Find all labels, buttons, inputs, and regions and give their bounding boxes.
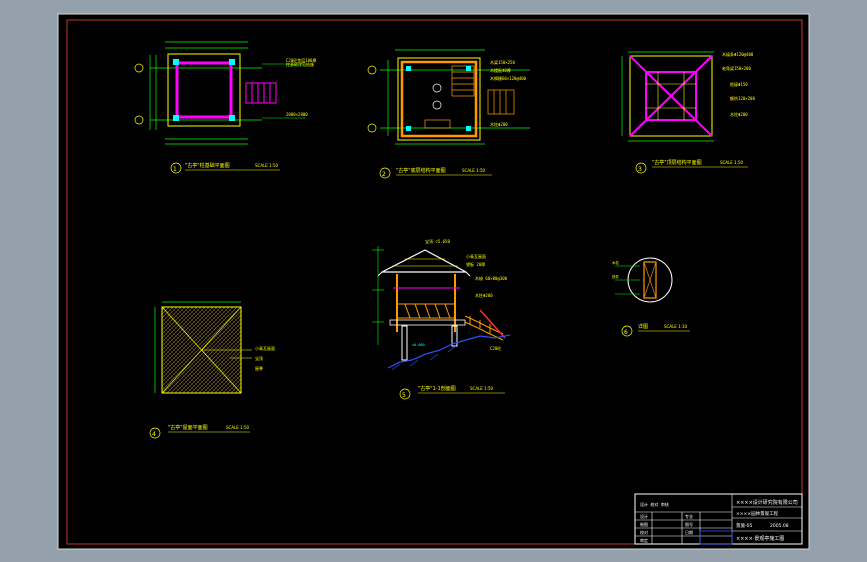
view-4-scale: SCALE 1:50 bbox=[226, 425, 250, 430]
view-6-detail[interactable]: 木柱 铁件 6 详图 SCALE 1:10 bbox=[612, 257, 690, 337]
view-3-top-structural-plan[interactable]: 木檩条Φ120@400 老角梁150×200 檐檩Φ150 额枋120×200 … bbox=[621, 51, 755, 174]
svg-text:老角梁150×200: 老角梁150×200 bbox=[722, 65, 751, 71]
svg-text:日期: 日期 bbox=[685, 529, 693, 535]
view-2-title: "古亭"底层结构平面图 bbox=[396, 167, 446, 174]
view-1-number: 1 bbox=[173, 166, 177, 173]
svg-text:木梁150×250: 木梁150×250 bbox=[490, 59, 515, 65]
view-1-title: "古亭"柱基础平面图 bbox=[185, 162, 230, 169]
view-4-title: "古亭"屋面平面图 bbox=[168, 424, 208, 431]
view-6-scale: SCALE 1:10 bbox=[664, 324, 688, 329]
svg-text:木柱Φ200: 木柱Φ200 bbox=[490, 121, 508, 127]
svg-text:檐檩Φ150: 檐檩Φ150 bbox=[730, 81, 748, 87]
svg-text:木檩条Φ120@400: 木檩条Φ120@400 bbox=[722, 51, 754, 57]
svg-text:设计: 设计 bbox=[640, 513, 648, 519]
svg-text:制图: 制图 bbox=[640, 521, 648, 527]
svg-text:设计 校对 审核: 设计 校对 审核 bbox=[640, 501, 669, 507]
svg-text:木楼板40厚: 木楼板40厚 bbox=[490, 67, 511, 73]
view-5-scale: SCALE 1:50 bbox=[470, 386, 494, 391]
view-5-title: "古亭"1-1剖面图 bbox=[418, 385, 456, 392]
title-block-sheet-name: ××××·景观亭施工图 bbox=[736, 535, 784, 542]
svg-text:木柱: 木柱 bbox=[612, 260, 620, 265]
svg-text:额枋120×200: 额枋120×200 bbox=[730, 95, 755, 101]
title-block-project: ××××园林景观工程 bbox=[736, 510, 779, 517]
view-2-number: 2 bbox=[382, 171, 386, 178]
svg-text:木椽 60×80@300: 木椽 60×80@300 bbox=[475, 275, 508, 281]
view-5-section[interactable]: ±0.000 宝顶 ▽5.650 小青瓦屋面 望板 20厚 木椽 60×80@3… bbox=[372, 238, 511, 400]
svg-text:宝顶 ▽5.650: 宝顶 ▽5.650 bbox=[425, 238, 450, 244]
title-block-date: 2005.08 bbox=[770, 523, 789, 529]
svg-text:审定: 审定 bbox=[640, 537, 648, 543]
view-3-title: "古亭"顶层结构平面图 bbox=[652, 159, 702, 166]
view-6-title: 详图 bbox=[638, 323, 648, 330]
view-1-scale: SCALE 1:50 bbox=[255, 163, 279, 168]
view-6-number: 6 bbox=[624, 329, 628, 336]
svg-text:屋脊: 屋脊 bbox=[255, 365, 263, 371]
view-1-foundation-plan[interactable]: C20砼垫层100厚 柱基础详见结施 2800×2800 1 "古亭"柱基础平面… bbox=[134, 41, 316, 174]
svg-text:图号: 图号 bbox=[685, 521, 693, 527]
svg-text:铁件: 铁件 bbox=[612, 274, 620, 279]
svg-text:校对: 校对 bbox=[640, 529, 648, 535]
view-2-scale: SCALE 1:50 bbox=[462, 168, 486, 173]
view-5-number: 5 bbox=[402, 392, 406, 399]
svg-text:小青瓦屋面: 小青瓦屋面 bbox=[255, 345, 275, 351]
svg-text:C20砼垫层100厚: C20砼垫层100厚 bbox=[286, 57, 316, 63]
drawing-frame bbox=[66, 19, 803, 545]
svg-text:专业: 专业 bbox=[685, 513, 693, 519]
svg-text:望板 20厚: 望板 20厚 bbox=[466, 261, 485, 267]
svg-text:±0.000: ±0.000 bbox=[412, 343, 425, 347]
title-block-company: ××××设计研究院有限公司 bbox=[736, 499, 798, 506]
svg-text:木柱Φ200: 木柱Φ200 bbox=[730, 111, 748, 117]
view-4-number: 4 bbox=[152, 431, 156, 438]
view-2-ground-floor-plan[interactable]: 木梁150×250 木楼板40厚 木搁栅60×120@400 木柱Φ200 2 … bbox=[367, 49, 530, 179]
view-3-number: 3 bbox=[638, 166, 642, 173]
svg-text:木柱Φ200: 木柱Φ200 bbox=[475, 292, 493, 298]
view-4-roof-plan[interactable]: 小青瓦屋面 宝顶 屋脊 4 "古亭"屋面平面图 SCALE 1:50 bbox=[149, 301, 275, 439]
view-3-scale: SCALE 1:50 bbox=[720, 160, 744, 165]
title-block-drawing-code: 景施-05 bbox=[736, 522, 752, 529]
title-block[interactable]: 设计 校对 审核 设计 制图 校对 审定 专业 图号 日期 ××××设计研究院有… bbox=[634, 493, 803, 545]
svg-text:C20砼: C20砼 bbox=[490, 345, 501, 351]
svg-text:木搁栅60×120@400: 木搁栅60×120@400 bbox=[490, 75, 527, 81]
svg-text:宝顶: 宝顶 bbox=[255, 355, 263, 361]
svg-text:2800×2800: 2800×2800 bbox=[286, 112, 308, 117]
svg-text:小青瓦屋面: 小青瓦屋面 bbox=[466, 253, 486, 259]
